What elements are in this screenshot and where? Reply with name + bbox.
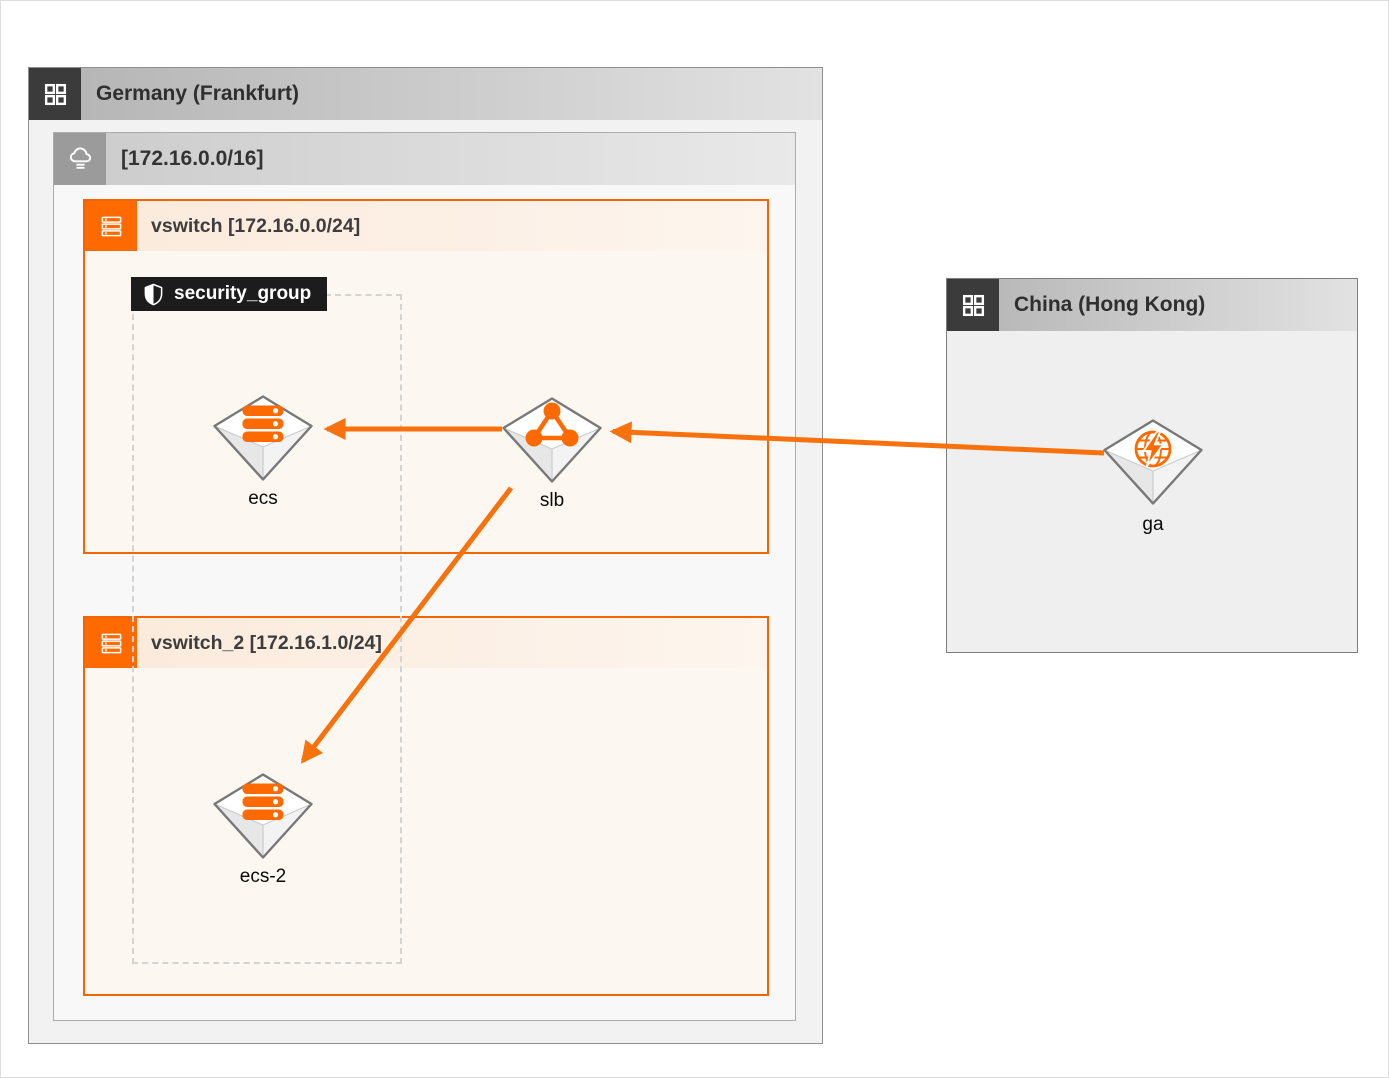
node-ga[interactable]: ga [1103, 419, 1203, 535]
vswitch-header: vswitch [172.16.0.0/24] [85, 201, 767, 251]
node-ga-label: ga [1142, 514, 1164, 535]
vswitch-icon [85, 201, 137, 251]
security-group-label[interactable]: security_group [131, 277, 328, 311]
vswitch-box[interactable]: vswitch [172.16.0.0/24] [83, 199, 769, 554]
node-slb-label: slb [539, 490, 565, 511]
vswitch-stack-icon [101, 216, 121, 236]
region-icon [29, 68, 81, 120]
vpc-header: [172.16.0.0/16] [54, 133, 795, 185]
slb-load-balancer-icon [525, 402, 579, 447]
vswitch-icon [85, 618, 137, 668]
vpc-icon [54, 133, 106, 185]
node-ecs2[interactable]: ecs-2 [213, 773, 313, 887]
region-grid-icon [44, 83, 66, 105]
vpc-title: [172.16.0.0/16] [121, 147, 264, 170]
node-slb[interactable]: slb [502, 397, 602, 511]
ecs-server-icon [242, 405, 284, 442]
vswitch-stack-icon [101, 633, 121, 653]
shield-icon [144, 283, 163, 305]
vswitch-title: vswitch [172.16.0.0/24] [151, 214, 361, 237]
region-china-header: China (Hong Kong) [947, 279, 1357, 331]
node-ecs[interactable]: ecs [213, 395, 313, 509]
security-group-title: security_group [174, 283, 312, 304]
vpc-cloud-icon [69, 147, 91, 169]
node-ecs-label: ecs [248, 488, 278, 509]
region-icon [947, 279, 999, 331]
region-germany-header: Germany (Frankfurt) [29, 68, 822, 120]
region-germany-title: Germany (Frankfurt) [96, 82, 300, 105]
node-ecs2-label: ecs-2 [239, 866, 287, 887]
ga-global-accelerator-icon [1134, 430, 1172, 468]
region-grid-icon [962, 294, 984, 316]
region-china-title: China (Hong Kong) [1014, 293, 1206, 316]
ecs-server-icon [242, 783, 284, 820]
